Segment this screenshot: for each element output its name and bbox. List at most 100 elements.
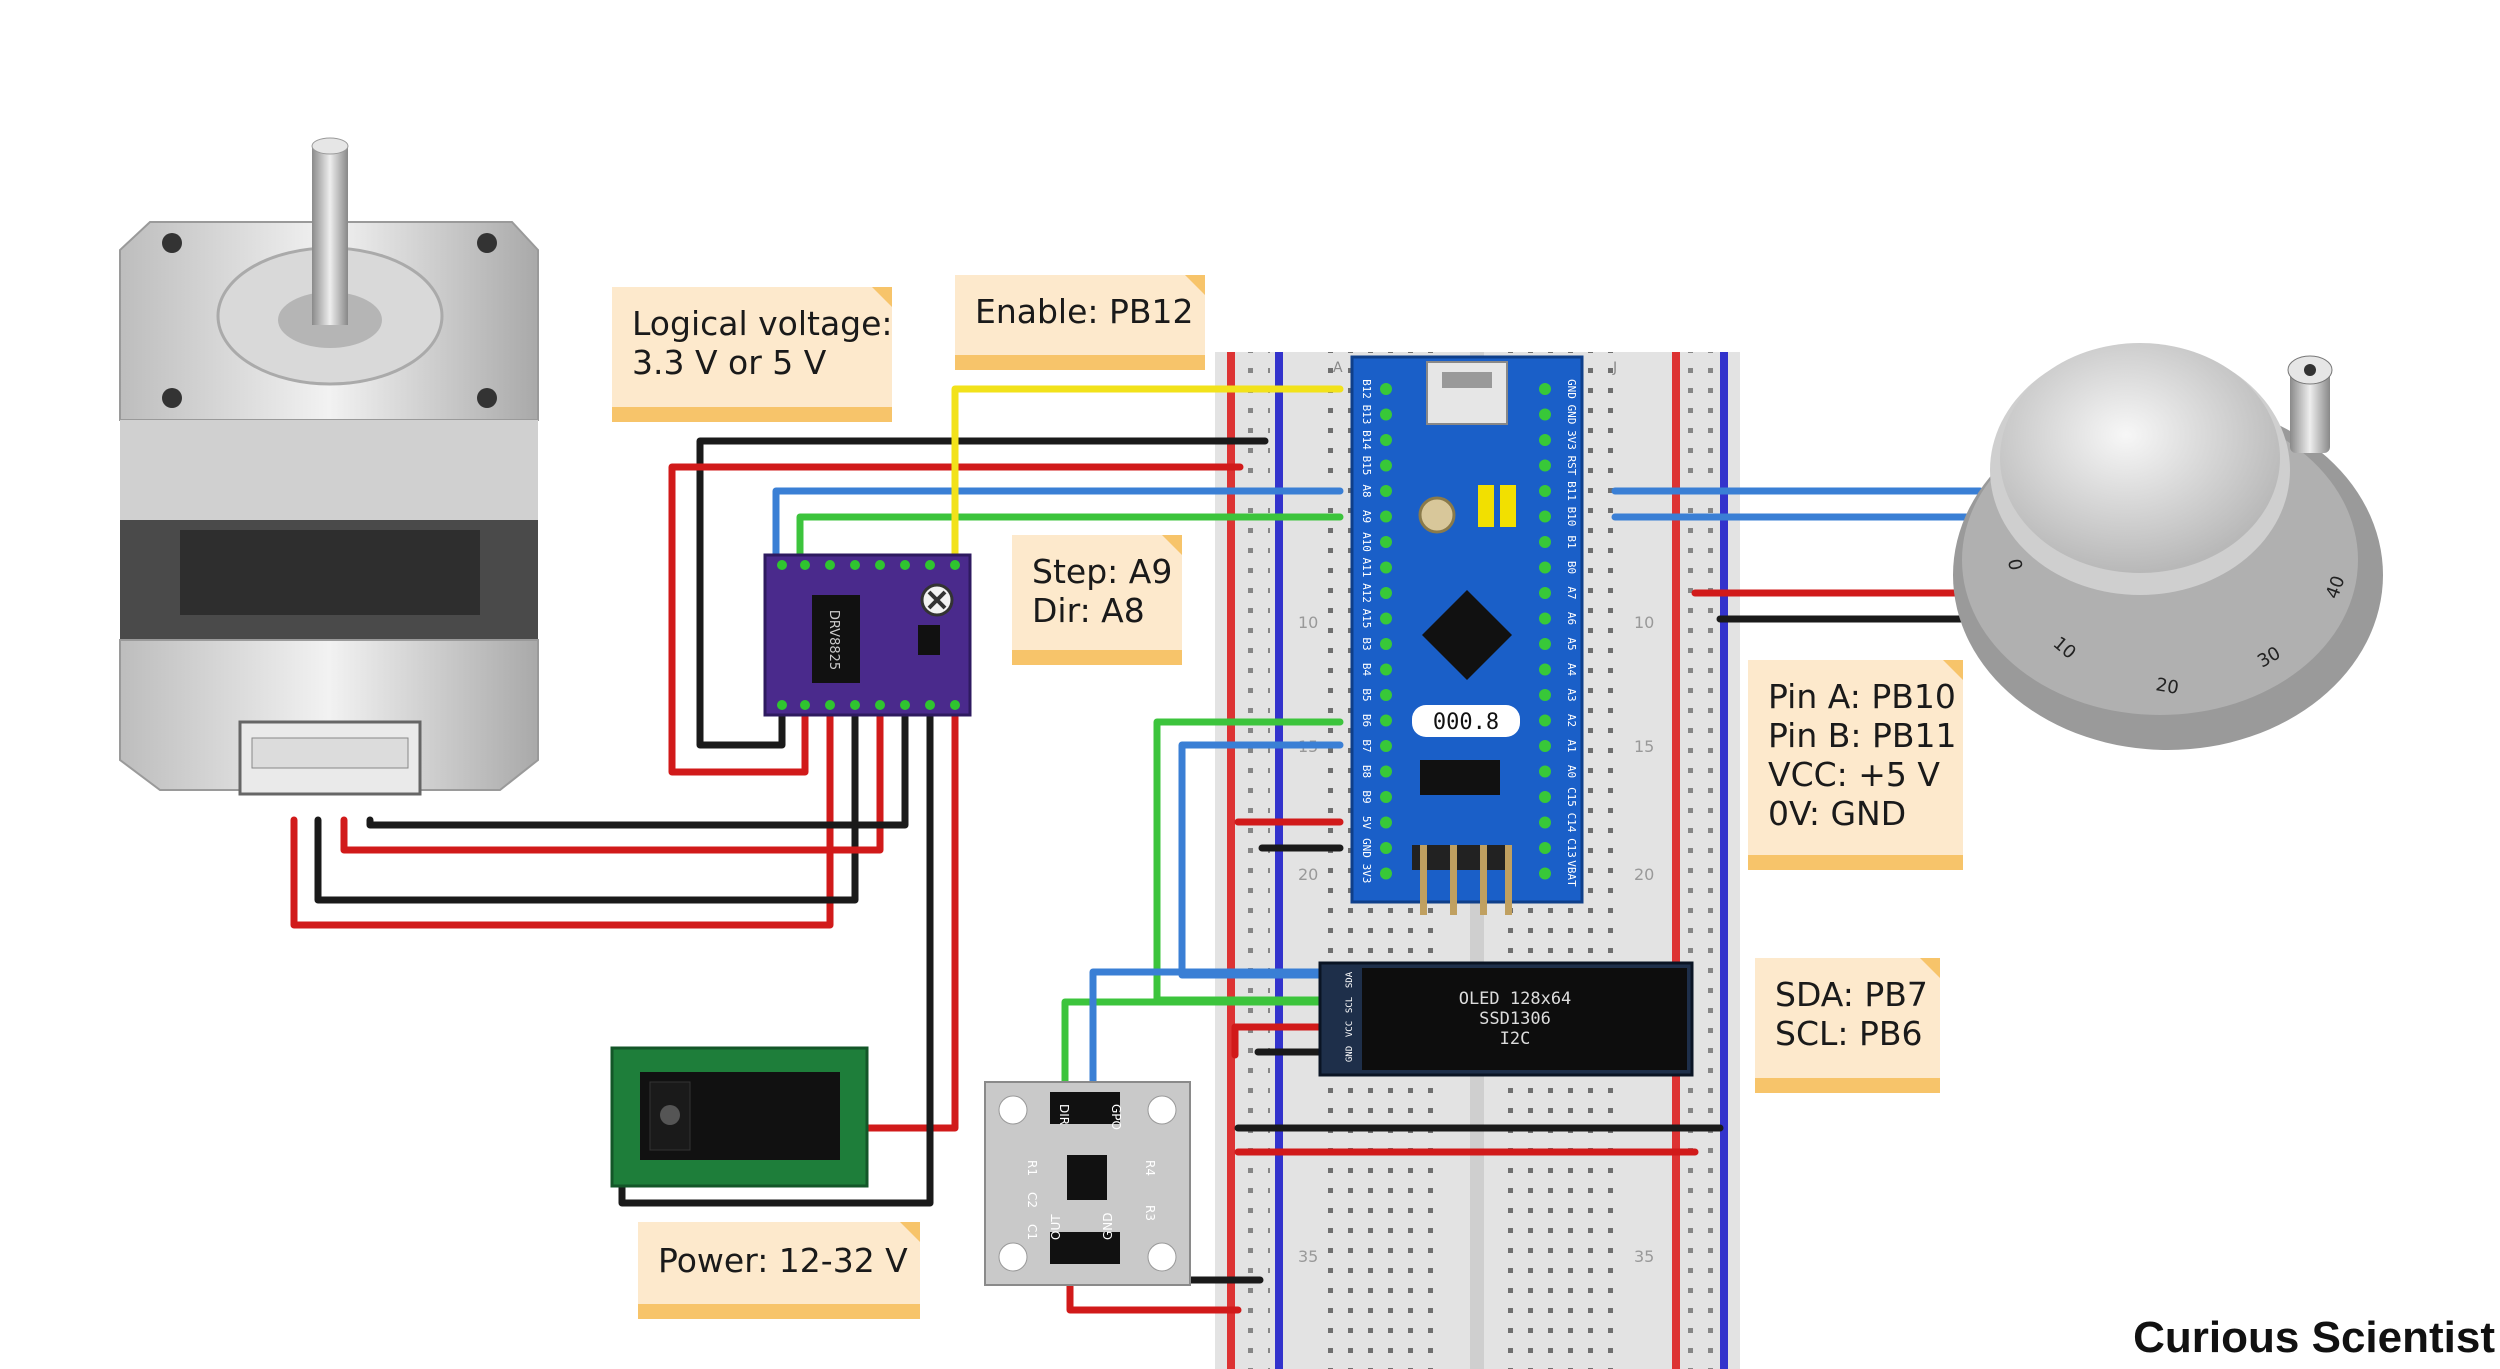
stm32-pin-hole: [1380, 485, 1392, 497]
stm32-pin-label: B4: [1360, 663, 1373, 677]
stm32-pin-label: A10: [1360, 532, 1373, 552]
as5600-pin-gpo: GPO: [1109, 1104, 1123, 1130]
stm32-pin-label: B15: [1360, 456, 1373, 476]
stm32-pin-hole: [1380, 536, 1392, 548]
as5600-label-r3: R3: [1143, 1205, 1157, 1221]
stm32-pin-label: B0: [1565, 561, 1578, 574]
wire-motor-red-1: [290, 701, 834, 929]
stm32-pin-hole: [1539, 765, 1551, 778]
stm32-pin-hole: [1380, 714, 1392, 727]
stm32-pin-hole: [1380, 867, 1392, 880]
stm32-pin-hole: [1539, 587, 1551, 599]
note-enable: Enable: PB12: [955, 275, 1205, 370]
stm32-pin-label: B10: [1565, 507, 1578, 527]
stm32-pin-label: RST: [1565, 456, 1578, 476]
stm32-pin-label: A7: [1565, 586, 1578, 599]
driver-pins: [777, 560, 960, 710]
wires: [290, 385, 1994, 1314]
stm32-pin-label: C14: [1565, 813, 1578, 833]
drv8825-driver: DRV8825: [763, 553, 972, 717]
wire-motor-black-2: [366, 701, 909, 829]
stm32-pin-hole: [1380, 816, 1392, 829]
breadboard-row-35-left: 35: [1298, 1247, 1318, 1266]
breadboard-row-35-right: 35: [1634, 1247, 1654, 1266]
breadboard-row-10-left: 10: [1298, 613, 1318, 632]
stm32-pin-hole: [1539, 459, 1551, 472]
note-power-line-1: Power: 12-32 V: [658, 1241, 908, 1280]
as5600-label-c2: C2: [1025, 1192, 1039, 1208]
stm32-pin-hole: [1539, 740, 1551, 752]
oled-text-line-3: I2C: [1500, 1029, 1531, 1049]
stm32-pin-hole: [1380, 765, 1392, 778]
stm32-pin-label: GND: [1565, 379, 1578, 399]
stm32-pin-hole: [1380, 587, 1392, 599]
breadboard-col-j: J: [1612, 360, 1617, 376]
wire-blue-as5600-gpo: [1089, 968, 1344, 1114]
stm32-left-pin-labels: B12B13B14B15A8A9A10A11A12A15B3B4B5B6B7B8…: [1360, 379, 1392, 883]
stm32-pin-hole: [1539, 536, 1551, 548]
note-i2c: SDA: PB7 SCL: PB6: [1755, 958, 1940, 1093]
stm32-pin-label: A0: [1565, 765, 1578, 778]
stm32-pin-hole: [1539, 638, 1551, 650]
note-encoder-pins: Pin A: PB10 Pin B: PB11 VCC: +5 V 0V: GN…: [1748, 660, 1963, 870]
stm32-pin-label: B5: [1360, 688, 1373, 701]
stm32-pin-label: B13: [1360, 405, 1373, 425]
oled-text-line-1: OLED 128x64: [1459, 989, 1572, 1009]
stm32-pin-label: A4: [1565, 663, 1578, 677]
stm32-pin-label: C13: [1565, 838, 1578, 858]
stm32-pin-label: B12: [1360, 379, 1373, 399]
stm32-pin-label: B11: [1565, 481, 1578, 501]
stm32-pin-hole: [1539, 842, 1551, 854]
stm32-pin-label: A2: [1565, 714, 1578, 727]
stm32-pin-hole: [1539, 867, 1551, 880]
oled-pin-sda: SDA: [1345, 971, 1355, 988]
wire-green-as5600-dir: [1061, 998, 1344, 1114]
stm32-pin-label: B1: [1565, 535, 1578, 548]
stm32-pin-hole: [1380, 612, 1392, 625]
stm32-pin-label: A11: [1360, 558, 1373, 578]
stepper-motor: [119, 137, 539, 796]
stm32-pin-label: B7: [1360, 739, 1373, 752]
stm32-pin-hole: [1539, 612, 1551, 625]
stm32-pin-hole: [1380, 510, 1392, 523]
stm32-pin-label: C15: [1565, 787, 1578, 807]
stm32-pin-hole: [1380, 383, 1392, 395]
wire-black-driver-gnd: [696, 437, 1269, 749]
stm32-pin-hole: [1539, 663, 1551, 676]
stm32-pin-label: B9: [1360, 790, 1373, 803]
breadboard-row-15-right: 15: [1634, 737, 1654, 756]
stm32-pin-label: 3V3: [1360, 864, 1373, 884]
stm32-right-pin-labels: GNDGND3V3RSTB11B10B1B0A7A6A5A4A3A2A1A0C1…: [1539, 379, 1578, 887]
stm32-pin-label: B14: [1360, 430, 1373, 450]
note-logic-voltage: Logical voltage: 3.3 V or 5 V: [612, 287, 893, 422]
oled-pin-gnd: GND: [1345, 1046, 1355, 1062]
stm32-pin-label: A12: [1360, 583, 1373, 603]
dial-mark-20: 20: [2154, 674, 2180, 699]
stm32-pin-hole: [1380, 689, 1392, 701]
stm32-pin-hole: [1539, 434, 1551, 446]
stm32-pin-hole: [1380, 434, 1392, 446]
stm32-pin-label: 5V: [1360, 816, 1373, 830]
oled-pin-scl: SCL: [1345, 997, 1355, 1013]
stm32-pin-label: A3: [1565, 688, 1578, 701]
stm32-pin-label: 3V3: [1565, 430, 1578, 450]
stm32-pin-hole: [1380, 561, 1392, 574]
note-i2c-line-2: SCL: PB6: [1775, 1014, 1923, 1053]
wire-yellow-enable: [951, 385, 1344, 569]
stm32-pin-label: A5: [1565, 637, 1578, 650]
note-step-line-1: Step: A9: [1032, 552, 1172, 591]
stm32-pin-hole: [1539, 714, 1551, 727]
oled-pin-vcc: VCC: [1345, 1021, 1355, 1037]
wire-motor-black-1: [314, 701, 859, 904]
breadboard-col-a: A: [1333, 360, 1343, 376]
power-jack-board: [610, 1046, 869, 1188]
rotary-encoder-handwheel: 0 10 20 30 40: [1953, 343, 2383, 750]
note-step-line-2: Dir: A8: [1032, 591, 1145, 630]
stm32-blue-pill: 000.8 B12B13B14B15A8A9A10A11A12A15B3B4B5…: [1350, 355, 1584, 915]
stm32-pin-label: A15: [1360, 609, 1373, 629]
note-power: Power: 12-32 V: [638, 1222, 920, 1319]
as5600-sensor: DIR GPO OUT GND R1 C2 C1 R4 R3: [984, 1081, 1191, 1286]
stm32-pin-label: A9: [1360, 510, 1373, 523]
stm32-pin-hole: [1380, 408, 1392, 421]
note-logic-line-2: 3.3 V or 5 V: [632, 343, 827, 382]
